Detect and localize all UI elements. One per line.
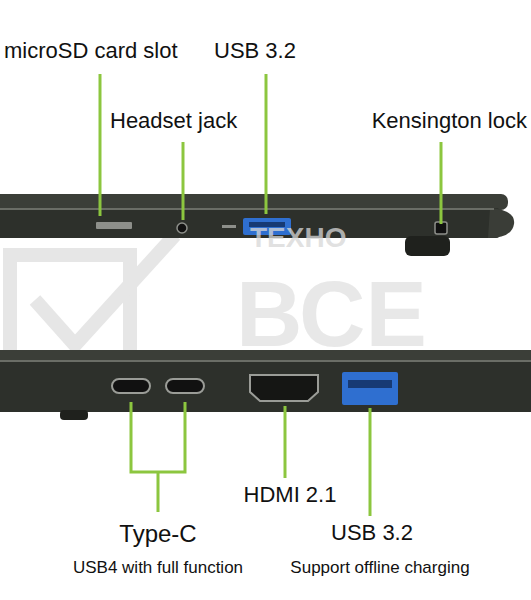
watermark-text: ТЕХНО <box>250 222 346 254</box>
port-label: microSD card slot <box>4 38 178 63</box>
port-note: USB4 with full function <box>73 558 243 578</box>
port-label: Kensington lock <box>372 108 527 133</box>
laptop-left-side <box>0 194 514 256</box>
port-label: HDMI 2.1 <box>244 482 337 507</box>
port-label: USB 3.2 <box>331 520 413 545</box>
leader-lines <box>100 74 441 516</box>
watermark-text: ВСЕ <box>236 262 427 368</box>
watermark-mark <box>10 235 175 365</box>
port-label: Type-C <box>119 520 196 548</box>
port-label: Headset jack <box>110 108 237 133</box>
port-note: Support offline charging <box>290 558 469 578</box>
port-label: USB 3.2 <box>214 38 296 63</box>
